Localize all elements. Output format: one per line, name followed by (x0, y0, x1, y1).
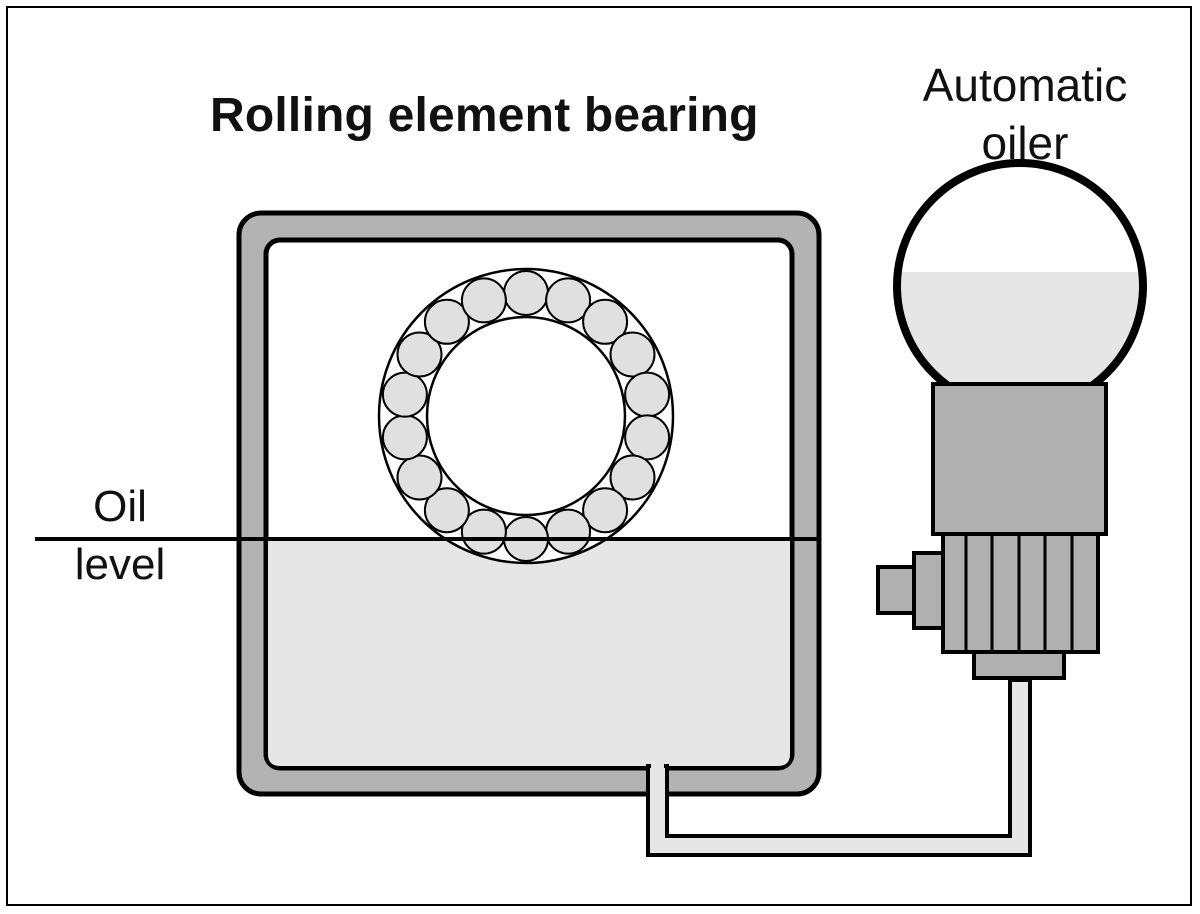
oiler-adjuster-collar (912, 551, 945, 630)
rolling-ball (381, 371, 428, 418)
rolling-ball (381, 414, 428, 461)
rolling-ball (624, 371, 671, 418)
oil-label-line2: level (74, 540, 166, 589)
oiler-adjuster-knob (876, 565, 916, 615)
oiler-label-line2: oiler (981, 117, 1069, 169)
oil-level-label: Oil level (50, 478, 190, 594)
rolling-ball (460, 277, 507, 324)
rolling-ball (545, 277, 592, 324)
rolling-ball (609, 331, 656, 378)
oiler-body (931, 382, 1108, 536)
oiler-bottom-fitting (972, 650, 1066, 680)
collar-ribs (964, 536, 1074, 650)
oil-label-line1: Oil (93, 482, 147, 531)
rolling-ball (423, 487, 470, 534)
rolling-elements (381, 270, 671, 562)
rolling-ball (460, 508, 507, 555)
rolling-ball (503, 270, 549, 316)
diagram-title: Rolling element bearing (210, 89, 759, 142)
oil-reservoir (268, 540, 790, 766)
rolling-ball (423, 298, 470, 345)
bearing-inner-race (425, 315, 627, 517)
rolling-ball (582, 487, 629, 534)
oiler-label-line1: Automatic (922, 59, 1128, 111)
rolling-ball (624, 414, 671, 461)
rolling-ball (396, 454, 443, 501)
automatic-oiler-label: Automatic oiler (880, 56, 1170, 172)
rolling-ball (582, 298, 629, 345)
rolling-ball (545, 508, 592, 555)
rolling-ball (396, 331, 443, 378)
rolling-ball (609, 454, 656, 501)
tube-opening (651, 760, 664, 770)
